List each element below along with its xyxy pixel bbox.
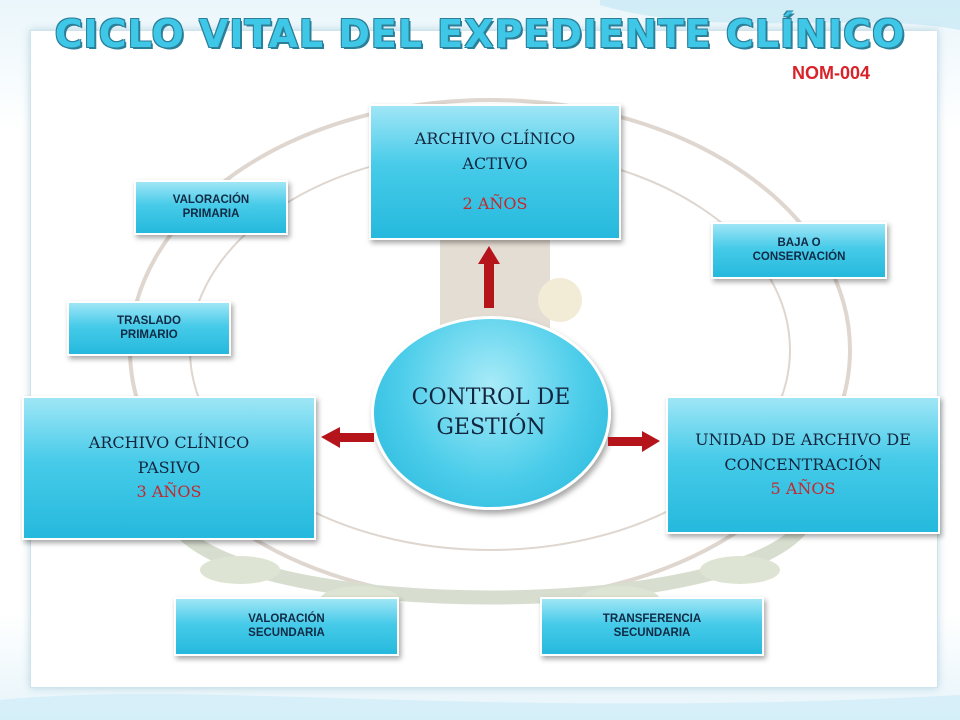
concentration-line2: CONCENTRACIÓN xyxy=(724,454,882,474)
center-management-circle: CONTROL DE GESTIÓN xyxy=(371,316,611,510)
disposal-box: BAJA O CONSERVACIÓN xyxy=(711,222,887,279)
center-line2: GESTIÓN xyxy=(436,415,546,440)
secondary-valuation-line1: VALORACIÓN xyxy=(248,612,325,625)
primary-valuation-line2: PRIMARIA xyxy=(182,207,240,220)
archive-passive-box: ARCHIVO CLÍNICO PASIVO 3 AÑOS xyxy=(22,396,316,540)
archive-active-years: 2 AÑOS xyxy=(462,194,528,214)
primary-valuation-line1: VALORACIÓN xyxy=(172,193,250,206)
archive-passive-years: 3 AÑOS xyxy=(136,482,202,502)
norm-label: NOM-004 xyxy=(792,63,871,83)
primary-valuation-box: VALORACIÓN PRIMARIA xyxy=(134,180,288,235)
secondary-transfer-line2: SECUNDARIA xyxy=(613,626,691,639)
concentration-box: UNIDAD DE ARCHIVO DE CONCENTRACIÓN 5 AÑO… xyxy=(666,396,940,534)
archive-active-line1: ARCHIVO CLÍNICO xyxy=(414,128,576,148)
concentration-years: 5 AÑOS xyxy=(770,479,836,499)
page-title: CICLO VITAL DEL EXPEDIENTE CLÍNICO xyxy=(54,12,906,56)
archive-active-line2: ACTIVO xyxy=(462,153,528,173)
secondary-transfer-box: TRANSFERENCIA SECUNDARIA xyxy=(540,597,764,656)
disposal-line1: BAJA O xyxy=(777,236,821,249)
secondary-transfer-line1: TRANSFERENCIA xyxy=(602,612,702,625)
archive-passive-line1: ARCHIVO CLÍNICO xyxy=(88,432,250,452)
primary-transfer-box: TRASLADO PRIMARIO xyxy=(67,301,231,356)
primary-transfer-line1: TRASLADO xyxy=(117,314,181,327)
disposal-line2: CONSERVACIÓN xyxy=(752,250,846,263)
secondary-valuation-line2: SECUNDARIA xyxy=(248,626,325,639)
concentration-line1: UNIDAD DE ARCHIVO DE xyxy=(695,429,911,449)
archive-active-box: ARCHIVO CLÍNICO ACTIVO 2 AÑOS xyxy=(369,104,621,240)
primary-transfer-line2: PRIMARIO xyxy=(120,328,178,341)
center-line1: CONTROL DE xyxy=(411,385,571,411)
archive-passive-line2: PASIVO xyxy=(137,457,201,477)
secondary-valuation-box: VALORACIÓN SECUNDARIA xyxy=(174,597,399,656)
